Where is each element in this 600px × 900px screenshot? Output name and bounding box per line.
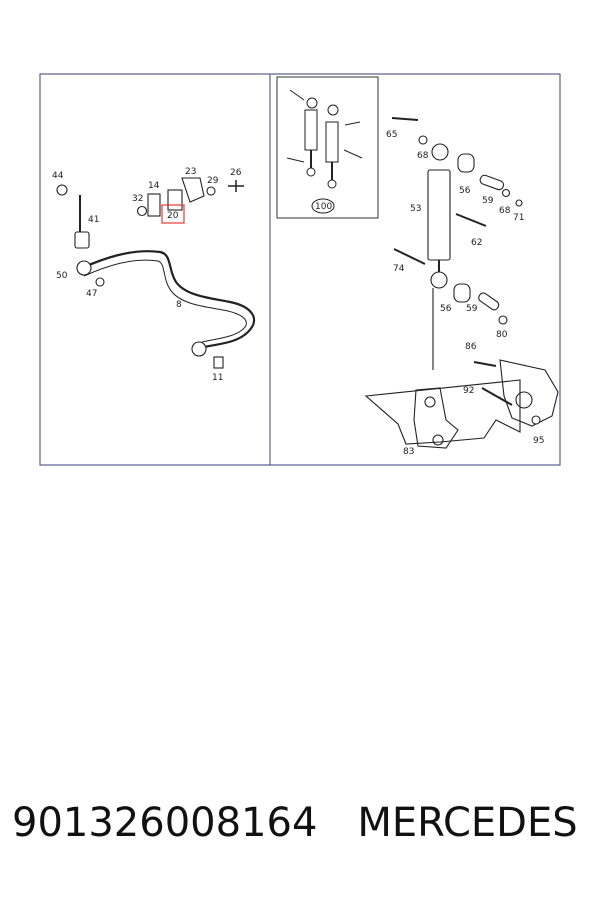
callout-53: 53	[410, 204, 421, 214]
washer-29-part	[206, 186, 216, 196]
brand-name: MERCEDES	[357, 800, 578, 846]
plate-14-part	[147, 193, 161, 217]
axle-part	[499, 359, 559, 427]
bushing-end-part	[191, 341, 207, 357]
callout-80: 80	[496, 330, 508, 340]
bracket-23-part	[181, 177, 205, 203]
callout-71: 71	[513, 213, 524, 223]
diagram-frame	[39, 73, 561, 466]
callout-8: 8	[176, 300, 182, 310]
callout-11: 11	[212, 373, 223, 383]
bolt-26-part	[228, 180, 244, 192]
callout-56-top: 56	[459, 186, 471, 196]
nut-44-part	[56, 184, 68, 196]
callout-92: 92	[463, 386, 474, 396]
part-caption: 901326008164 MERCEDES	[12, 800, 592, 846]
callout-59-bottom: 59	[466, 304, 478, 314]
callout-59-top: 59	[482, 196, 494, 206]
inset-label: 100	[315, 202, 332, 212]
link-41-part	[74, 231, 90, 249]
stabilizer-assembly	[56, 177, 256, 369]
nut-11-part	[213, 356, 224, 369]
top-eye-part	[431, 143, 449, 161]
clip-part	[167, 189, 183, 211]
highlight-box	[161, 204, 185, 224]
stabilizer-bar-8-part	[81, 250, 256, 350]
callout-62: 62	[471, 238, 482, 248]
callout-95: 95	[533, 436, 544, 446]
callout-14: 14	[148, 181, 160, 191]
callout-74: 74	[393, 264, 405, 274]
bottom-eye-part	[430, 271, 448, 289]
shock-body-53-part	[427, 169, 451, 261]
callout-32: 32	[132, 194, 143, 204]
bushing-56b-part	[453, 283, 471, 303]
callout-44: 44	[52, 171, 64, 181]
callout-50: 50	[56, 271, 68, 281]
callout-68-right: 68	[499, 206, 511, 216]
callout-86: 86	[465, 342, 477, 352]
part-number: 901326008164	[12, 800, 318, 846]
callout-41: 41	[88, 215, 99, 225]
callout-68-top: 68	[417, 151, 429, 161]
callout-26: 26	[230, 168, 242, 178]
callout-20: 20	[167, 211, 179, 221]
parts-diagram: 44 41 50 47 8 11 14 32 23 29 26 20 100	[39, 73, 561, 466]
nut-32-part	[136, 205, 148, 217]
nut-47-part	[95, 277, 105, 287]
inset-shocks	[286, 89, 363, 189]
plate-outline	[364, 379, 521, 445]
shock-assembly	[364, 117, 559, 449]
callout-23: 23	[185, 167, 196, 177]
inset-label-oval	[311, 198, 335, 214]
inset-frame	[276, 76, 379, 219]
bushing-50-part	[76, 260, 92, 276]
callout-47: 47	[86, 289, 97, 299]
callout-65: 65	[386, 130, 397, 140]
callout-83: 83	[403, 447, 414, 457]
callout-56-bottom: 56	[440, 304, 452, 314]
callout-29: 29	[207, 176, 219, 186]
bushing-56a-part	[457, 153, 475, 173]
